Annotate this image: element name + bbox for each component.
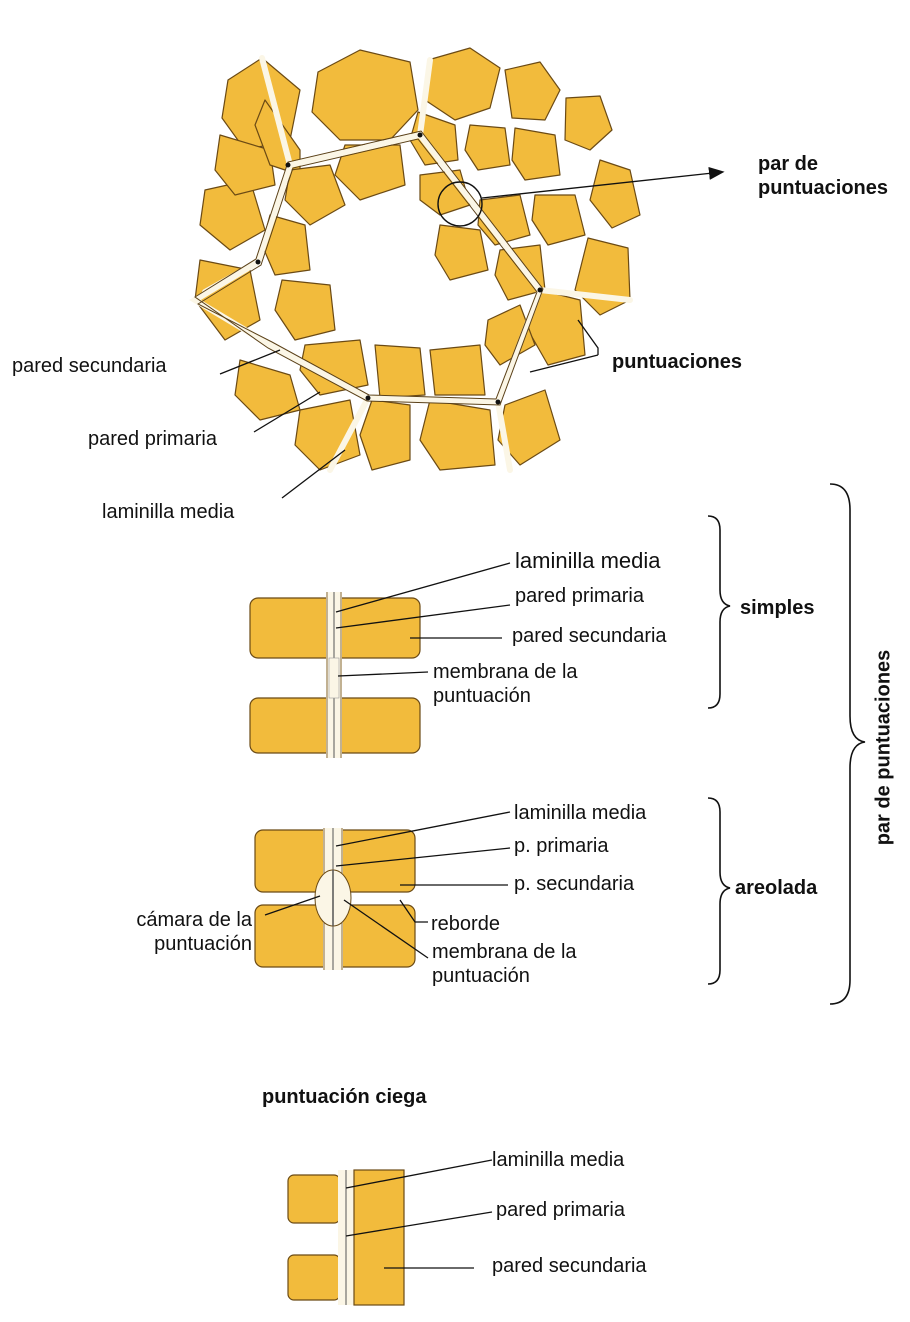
- blind-label-primary-wall: pared primaria: [496, 1198, 625, 1222]
- simple-label-primary-wall: pared primaria: [515, 584, 644, 608]
- label-pit-pair: par de puntuaciones: [758, 152, 908, 200]
- blind-label-middle-lamella: laminilla media: [492, 1148, 624, 1172]
- blind-title: puntuación ciega: [262, 1085, 426, 1109]
- simple-pit-illustration: [250, 592, 420, 758]
- bordered-label-pit-chamber: cámara de la puntuación: [80, 908, 252, 956]
- group-label-bordered: areolada: [735, 876, 817, 900]
- group-label-pit-pair: par de puntuaciones: [873, 648, 896, 848]
- blind-label-secondary-wall: pared secundaria: [492, 1254, 647, 1278]
- bordered-label-secondary-wall: p. secundaria: [514, 872, 634, 896]
- cell-ring-illustration: [195, 48, 640, 470]
- bordered-label-border: reborde: [431, 912, 500, 936]
- braces: [708, 484, 865, 1004]
- label-middle-lamella: laminilla media: [102, 500, 234, 524]
- label-secondary-wall: pared secundaria: [12, 354, 167, 378]
- label-primary-wall: pared primaria: [88, 427, 217, 451]
- bordered-label-middle-lamella: laminilla media: [514, 801, 646, 825]
- bordered-label-primary-wall: p. primaria: [514, 834, 608, 858]
- bordered-pit-illustration: [255, 828, 415, 970]
- blind-pit-illustration: [288, 1170, 404, 1305]
- bordered-label-pit-membrane: membrana de la puntuación: [432, 940, 632, 988]
- label-pits: puntuaciones: [612, 350, 742, 374]
- simple-label-middle-lamella: laminilla media: [515, 548, 661, 574]
- simple-label-pit-membrane: membrana de la puntuación: [433, 660, 633, 708]
- simple-label-secondary-wall: pared secundaria: [512, 624, 667, 648]
- group-label-simple: simples: [740, 596, 814, 620]
